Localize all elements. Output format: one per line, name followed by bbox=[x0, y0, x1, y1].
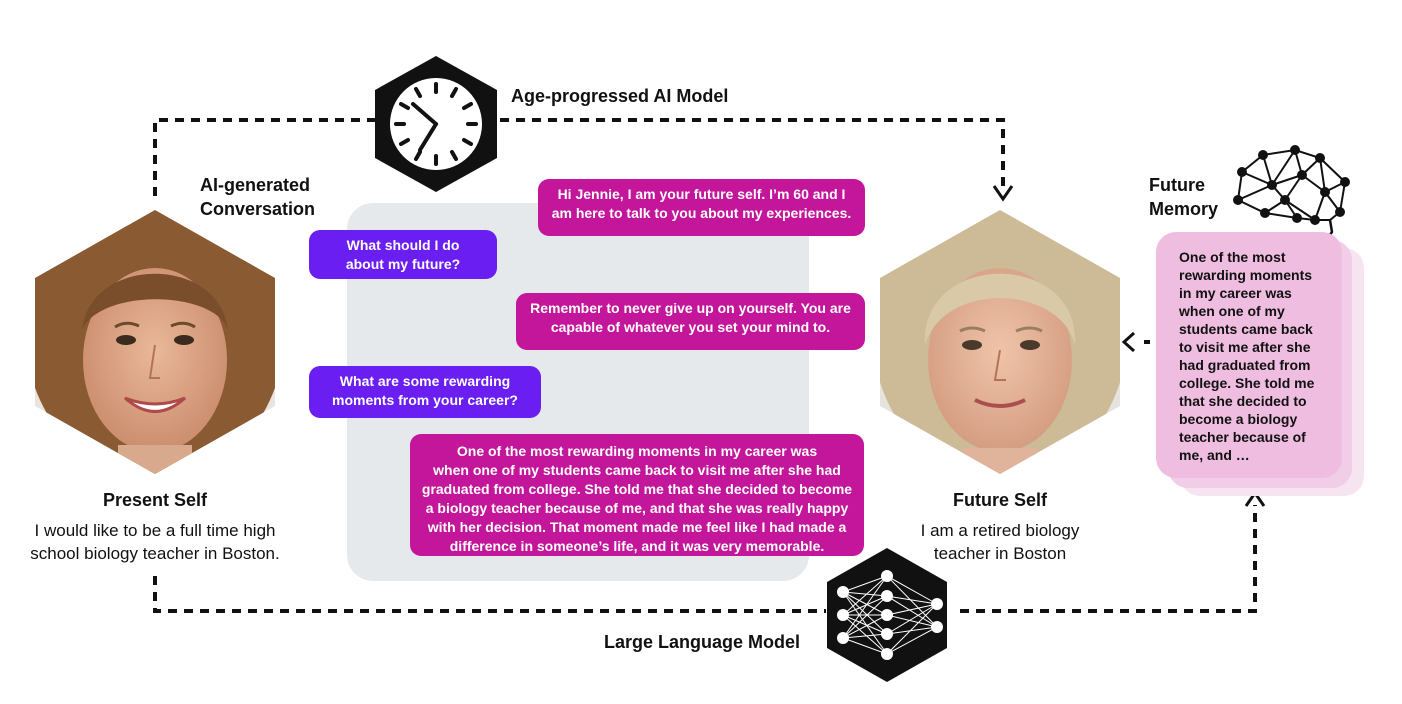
memory-line: students came back bbox=[1179, 321, 1313, 337]
present-self-title: Present Self bbox=[102, 490, 208, 510]
bubble-line: a biology teacher because of me, and tha… bbox=[425, 500, 849, 516]
bubble-line: when one of my students came back to vis… bbox=[433, 462, 841, 478]
memory-card: One of the most rewarding moments in my … bbox=[1156, 232, 1342, 478]
bubble-line: One of the most rewarding moments in my … bbox=[456, 443, 818, 459]
bubble-line: Remember to never give up on yourself. Y… bbox=[530, 300, 851, 316]
connector-llm bbox=[153, 505, 1257, 613]
memory-line: when one of my bbox=[1179, 303, 1285, 319]
memory-line: that she decided to bbox=[1179, 393, 1307, 409]
present-self-desc-line1: I would like to be a full time high bbox=[34, 521, 276, 540]
chat-bubble-future-greeting: Hi Jennie, I am your future self. I’m 60… bbox=[538, 179, 865, 236]
bubble-line: capable of whatever you set your mind to… bbox=[550, 319, 831, 335]
clock-icon bbox=[375, 56, 497, 192]
bubble-line: with her decision. That moment made me f… bbox=[427, 519, 847, 535]
connector-memory-to-future bbox=[1121, 331, 1150, 353]
memory-line: rewarding moments bbox=[1179, 267, 1313, 283]
age-model-label: Age-progressed AI Model bbox=[511, 86, 729, 106]
chat-bubble-future-advice: Remember to never give up on yourself. Y… bbox=[516, 293, 865, 350]
memory-line: to visit me after she bbox=[1179, 339, 1311, 355]
llm-label: Large Language Model bbox=[604, 632, 801, 652]
chat-bubble-future-memory-answer: One of the most rewarding moments in my … bbox=[410, 434, 864, 556]
memory-line: college. She told me bbox=[1179, 375, 1315, 391]
conversation-label-line1: AI-generated bbox=[200, 175, 311, 195]
present-self-portrait bbox=[35, 210, 275, 474]
future-self-description: I am a retired biology teacher in Boston bbox=[880, 519, 1120, 565]
conversation-label-line2: Conversation bbox=[200, 199, 316, 219]
future-self-portrait bbox=[880, 210, 1120, 474]
bubble-line: graduated from college. She told me that… bbox=[421, 481, 853, 497]
memory-line: had graduated from bbox=[1179, 357, 1311, 373]
future-self-desc-line1: I am a retired biology bbox=[920, 521, 1080, 540]
future-memory-label-line1: Future bbox=[1149, 175, 1205, 195]
memory-line: teacher because of bbox=[1179, 429, 1306, 445]
future-memory-label-line2: Memory bbox=[1149, 199, 1219, 219]
future-self-title: Future Self bbox=[952, 490, 1047, 510]
memory-line: in my career was bbox=[1179, 285, 1292, 301]
bubble-line: What are some rewarding bbox=[339, 373, 511, 389]
chat-bubble-present-question-1: What should I do about my future? bbox=[309, 230, 497, 279]
bubble-line: difference in someone’s life, and it was… bbox=[449, 538, 825, 554]
present-self-description: I would like to be a full time high scho… bbox=[20, 519, 290, 565]
bubble-line: Hi Jennie, I am your future self. I’m 60… bbox=[557, 186, 846, 202]
future-self-desc-line2: teacher in Boston bbox=[933, 544, 1067, 563]
memory-line: become a biology bbox=[1179, 411, 1298, 427]
present-self-desc-line2: school biology teacher in Boston. bbox=[30, 544, 280, 563]
chat-bubble-present-question-2: What are some rewarding moments from you… bbox=[309, 366, 541, 418]
memory-line: One of the most bbox=[1179, 249, 1286, 265]
connector-age-model bbox=[153, 118, 1005, 196]
arrow-into-future-self bbox=[992, 185, 1014, 202]
bubble-line: What should I do bbox=[346, 237, 460, 253]
bubble-line: am here to talk to you about my experien… bbox=[551, 205, 852, 221]
memory-line: me, and … bbox=[1179, 447, 1250, 463]
bubble-line: about my future? bbox=[345, 256, 461, 272]
bubble-line: moments from your career? bbox=[332, 392, 518, 408]
neural-network-icon bbox=[827, 548, 947, 682]
